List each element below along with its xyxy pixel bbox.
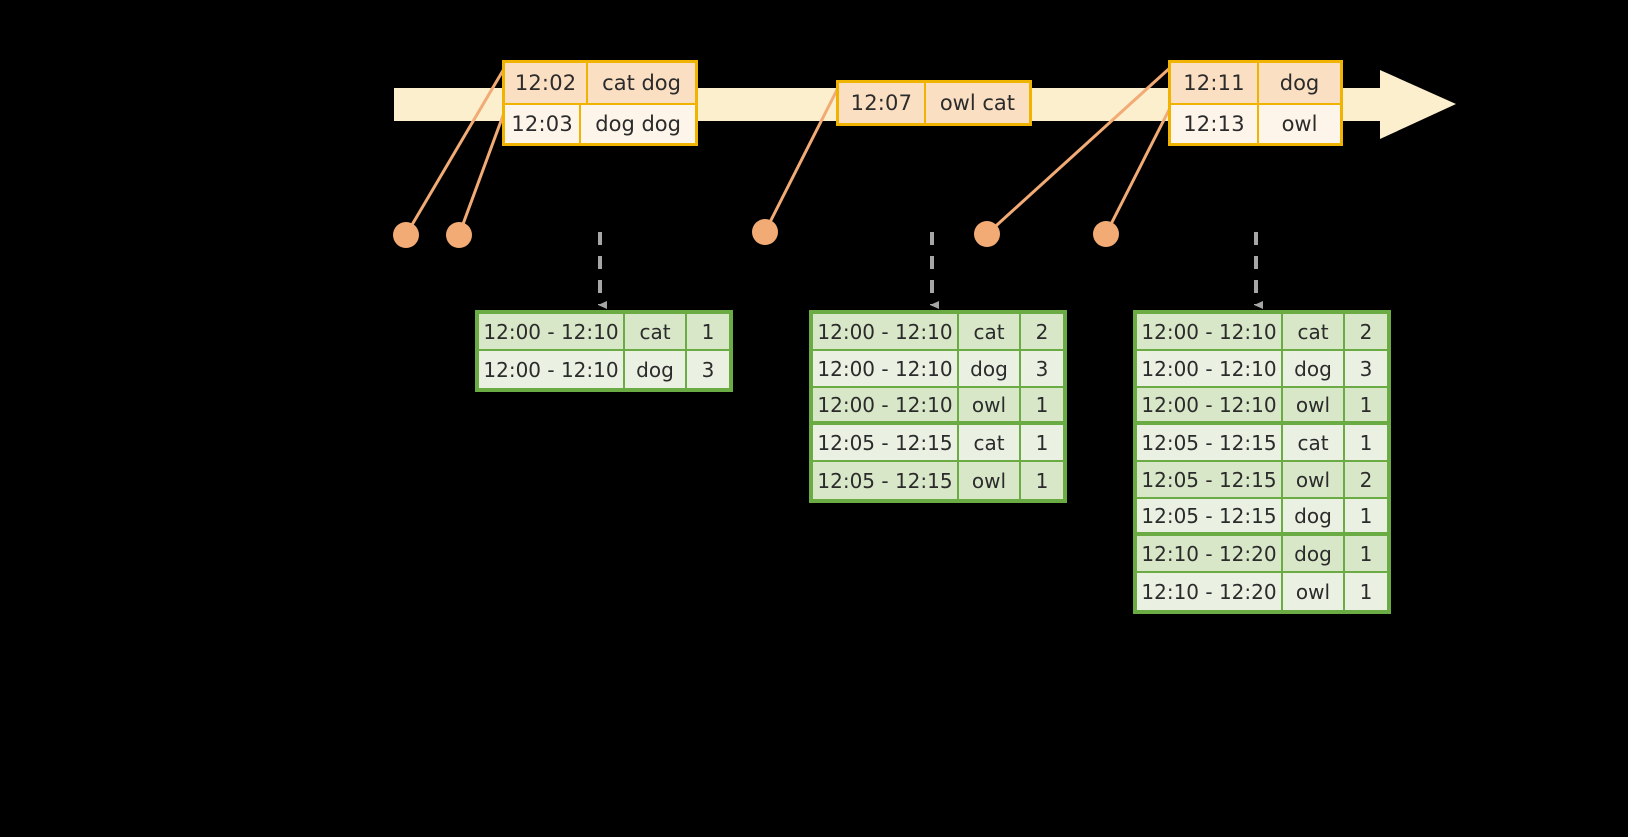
count-cell: 1 [1359,430,1373,455]
count-cell: 1 [1359,392,1373,417]
window-cell: 12:00 - 12:10 [1137,388,1283,421]
event-dot-5-line [1104,103,1174,235]
count-cell: 1 [1035,392,1049,417]
count-cell: 1 [1359,503,1373,528]
window-cell: 12:05 - 12:15 [1137,499,1283,532]
message-timestamp: 12:11 [1171,63,1259,103]
word-cell: dog [1283,536,1345,571]
message-payload: dog [1279,71,1320,95]
event-dot-2-line [457,101,510,236]
event-dot-4[interactable] [974,221,1000,247]
count-cell: 1 [1035,468,1049,493]
window-cell: 12:00 - 12:10 [813,388,959,421]
count-cell: 1 [1359,579,1373,604]
event-dot-2[interactable] [446,222,472,248]
word-cell: cat [1283,314,1345,349]
event-dot-3[interactable] [752,219,778,245]
word-cell: dog [1283,499,1345,532]
message-timestamp: 12:13 [1171,105,1259,143]
message-timestamp: 12:03 [505,105,582,143]
window-cell: 12:05 - 12:15 [813,462,959,499]
message-payload: owl cat [939,91,1015,115]
message-row: 12:13 owl [1171,103,1340,143]
message-payload: cat dog [602,71,681,95]
event-dot-3-line [763,81,843,233]
count-cell: 3 [1035,356,1049,381]
word-cell: dog [625,351,687,388]
result-down-arrows [598,232,1263,309]
window-cell: 12:00 - 12:10 [479,351,625,388]
word-cell: cat [959,314,1021,349]
window-cell: 12:10 - 12:20 [1137,536,1283,571]
word-cell: owl [1283,573,1345,610]
word-cell: cat [625,314,687,349]
count-cell: 1 [1035,430,1049,455]
window-cell: 12:05 - 12:15 [1137,425,1283,460]
word-cell: cat [959,425,1021,460]
window-cell: 12:00 - 12:10 [813,351,959,386]
message-payload: owl [1281,112,1318,136]
event-dot-1-line [404,61,510,236]
word-cell: owl [959,388,1021,421]
count-cell: 3 [1359,356,1373,381]
window-cell: 12:00 - 12:10 [1137,314,1283,349]
message-timestamp: 12:02 [505,63,589,103]
message-box-3[interactable]: 12:11 dog 12:13 owl [1168,60,1343,146]
message-row: 12:11 dog [1171,63,1340,103]
window-cell: 12:00 - 12:10 [1137,351,1283,386]
word-cell: cat [1283,425,1345,460]
message-row: 12:02 cat dog [505,63,695,103]
word-cell: dog [959,351,1021,386]
event-dots [393,219,1119,248]
count-cell: 1 [701,319,715,344]
word-cell: dog [1283,351,1345,386]
count-cell: 2 [1359,467,1373,492]
count-cell: 1 [1359,541,1373,566]
window-cell: 12:10 - 12:20 [1137,573,1283,610]
message-box-1[interactable]: 12:02 cat dog 12:03 dog dog [502,60,698,146]
message-row: 12:07 owl cat [839,83,1029,123]
window-cell: 12:05 - 12:15 [1137,462,1283,497]
event-dot-1[interactable] [393,222,419,248]
window-cell: 12:05 - 12:15 [813,425,959,460]
count-cell: 3 [701,357,715,382]
count-cell: 2 [1035,319,1049,344]
word-cell: owl [1283,388,1345,421]
event-dot-5[interactable] [1093,221,1119,247]
message-box-2[interactable]: 12:07 owl cat [836,80,1032,126]
count-cell: 2 [1359,319,1373,344]
word-cell: owl [959,462,1021,499]
message-timestamp: 12:07 [839,83,926,123]
word-cell: owl [1283,462,1345,497]
window-cell: 12:00 - 12:10 [813,314,959,349]
window-cell: 12:00 - 12:10 [479,314,625,349]
message-payload: dog dog [595,112,681,136]
message-row: 12:03 dog dog [505,103,695,143]
